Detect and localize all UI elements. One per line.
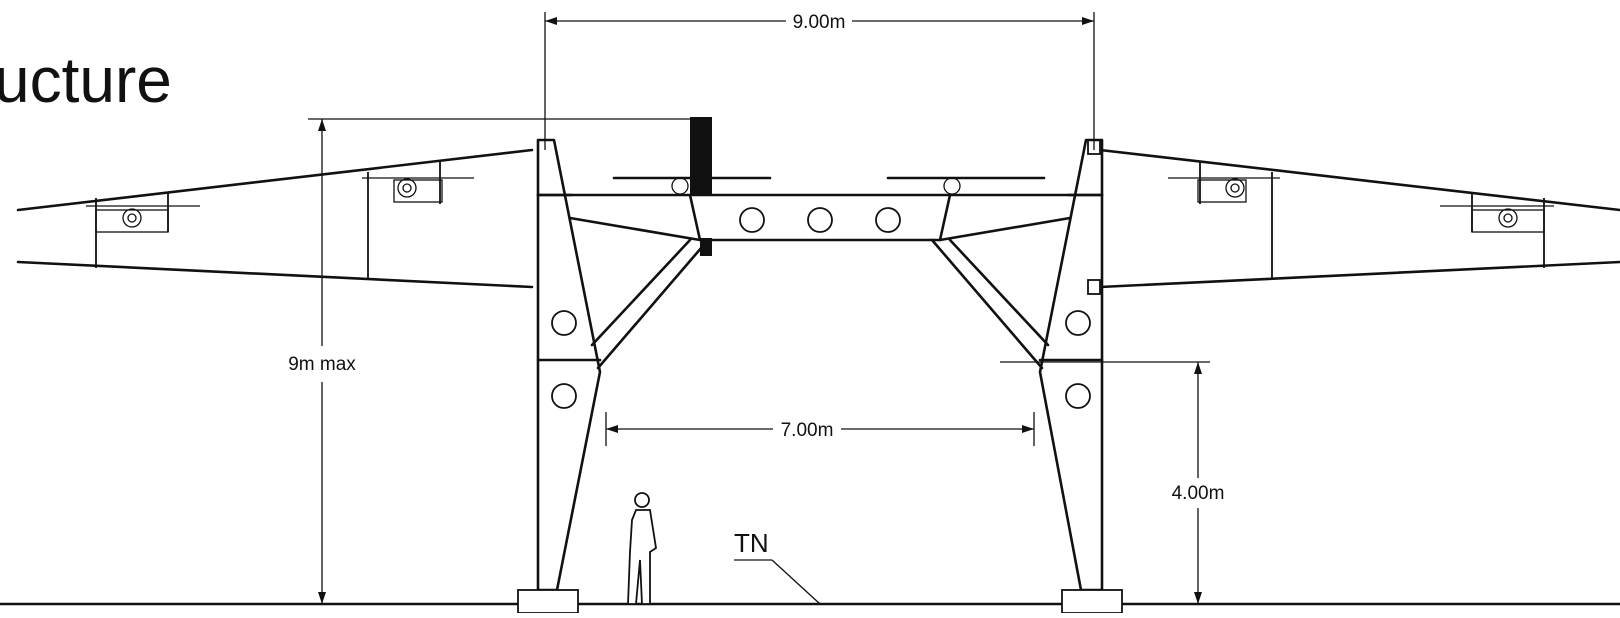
center-mast [612,117,1046,256]
left-wing [16,148,534,289]
right-column [1038,138,1123,614]
dim-inner-span: 7.00m [605,412,1035,446]
dim-label-height-max: 9m max [288,354,356,375]
left-column [517,138,602,614]
ground-label-tn: TN [734,528,821,605]
cable-car-left-inner [362,162,474,280]
ground-label-text: TN [734,528,769,558]
dim-label-clearance: 4.00m [1172,483,1225,504]
top-beam [536,193,1104,370]
page-title: ucture [0,44,172,116]
dim-label-inner-span: 7.00m [781,420,834,441]
dim-label-top-span: 9.00m [793,12,846,33]
cable-car-right-inner [1168,162,1280,280]
cable-car-left-outer [86,192,200,268]
right-wing [1098,148,1620,289]
dim-height-max: 9m max [288,118,690,604]
person-figure [627,492,657,605]
dim-clearance: 4.00m [1000,361,1225,604]
cable-car-right-outer [1440,192,1554,268]
dim-top-span: 9.00m [544,12,1095,150]
